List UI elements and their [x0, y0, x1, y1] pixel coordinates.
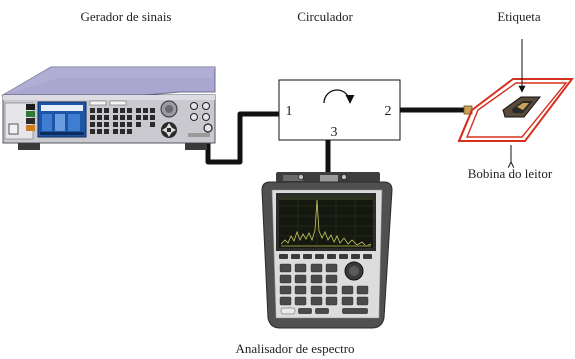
spectrum-analyzer-label: Analisador de espectro [235, 341, 354, 356]
spectrum-trace [280, 199, 372, 247]
output-connector-2[interactable] [202, 102, 210, 110]
circulator-port-3: 3 [331, 125, 338, 140]
spectrum-analyzer-keypad[interactable] [279, 263, 369, 306]
softkey-row[interactable] [279, 254, 372, 259]
reader-coil [457, 39, 575, 162]
arrow-pad[interactable] [161, 122, 177, 138]
cable-generator-to-circulator [205, 111, 279, 165]
coil-loop-inner [465, 82, 568, 138]
rf-output-connector[interactable] [203, 123, 213, 133]
power-button[interactable] [8, 123, 19, 135]
circulator-port-2: 2 [385, 104, 392, 119]
circulator-rotation-arrow [323, 89, 355, 104]
signal-generator [1, 66, 216, 150]
circulator-label: Circulador [297, 9, 353, 24]
port-2-connector[interactable] [341, 174, 347, 180]
rfid-tag [502, 96, 542, 118]
circulator-box [278, 79, 401, 141]
circulator: 1 2 3 [278, 79, 401, 141]
circulator-port-1: 1 [286, 104, 293, 119]
tag-label: Etiqueta [497, 9, 541, 24]
cables [205, 107, 466, 175]
signal-generator-keypad[interactable] [90, 108, 155, 134]
spectrum-analyzer: Port 1 Port 2 [261, 172, 393, 329]
output-connector-1[interactable] [190, 102, 198, 110]
reader-coil-label: Bobina do leitor [468, 166, 553, 181]
port-1-connector[interactable] [298, 174, 304, 180]
signal-generator-label: Gerador de sinais [81, 9, 172, 24]
